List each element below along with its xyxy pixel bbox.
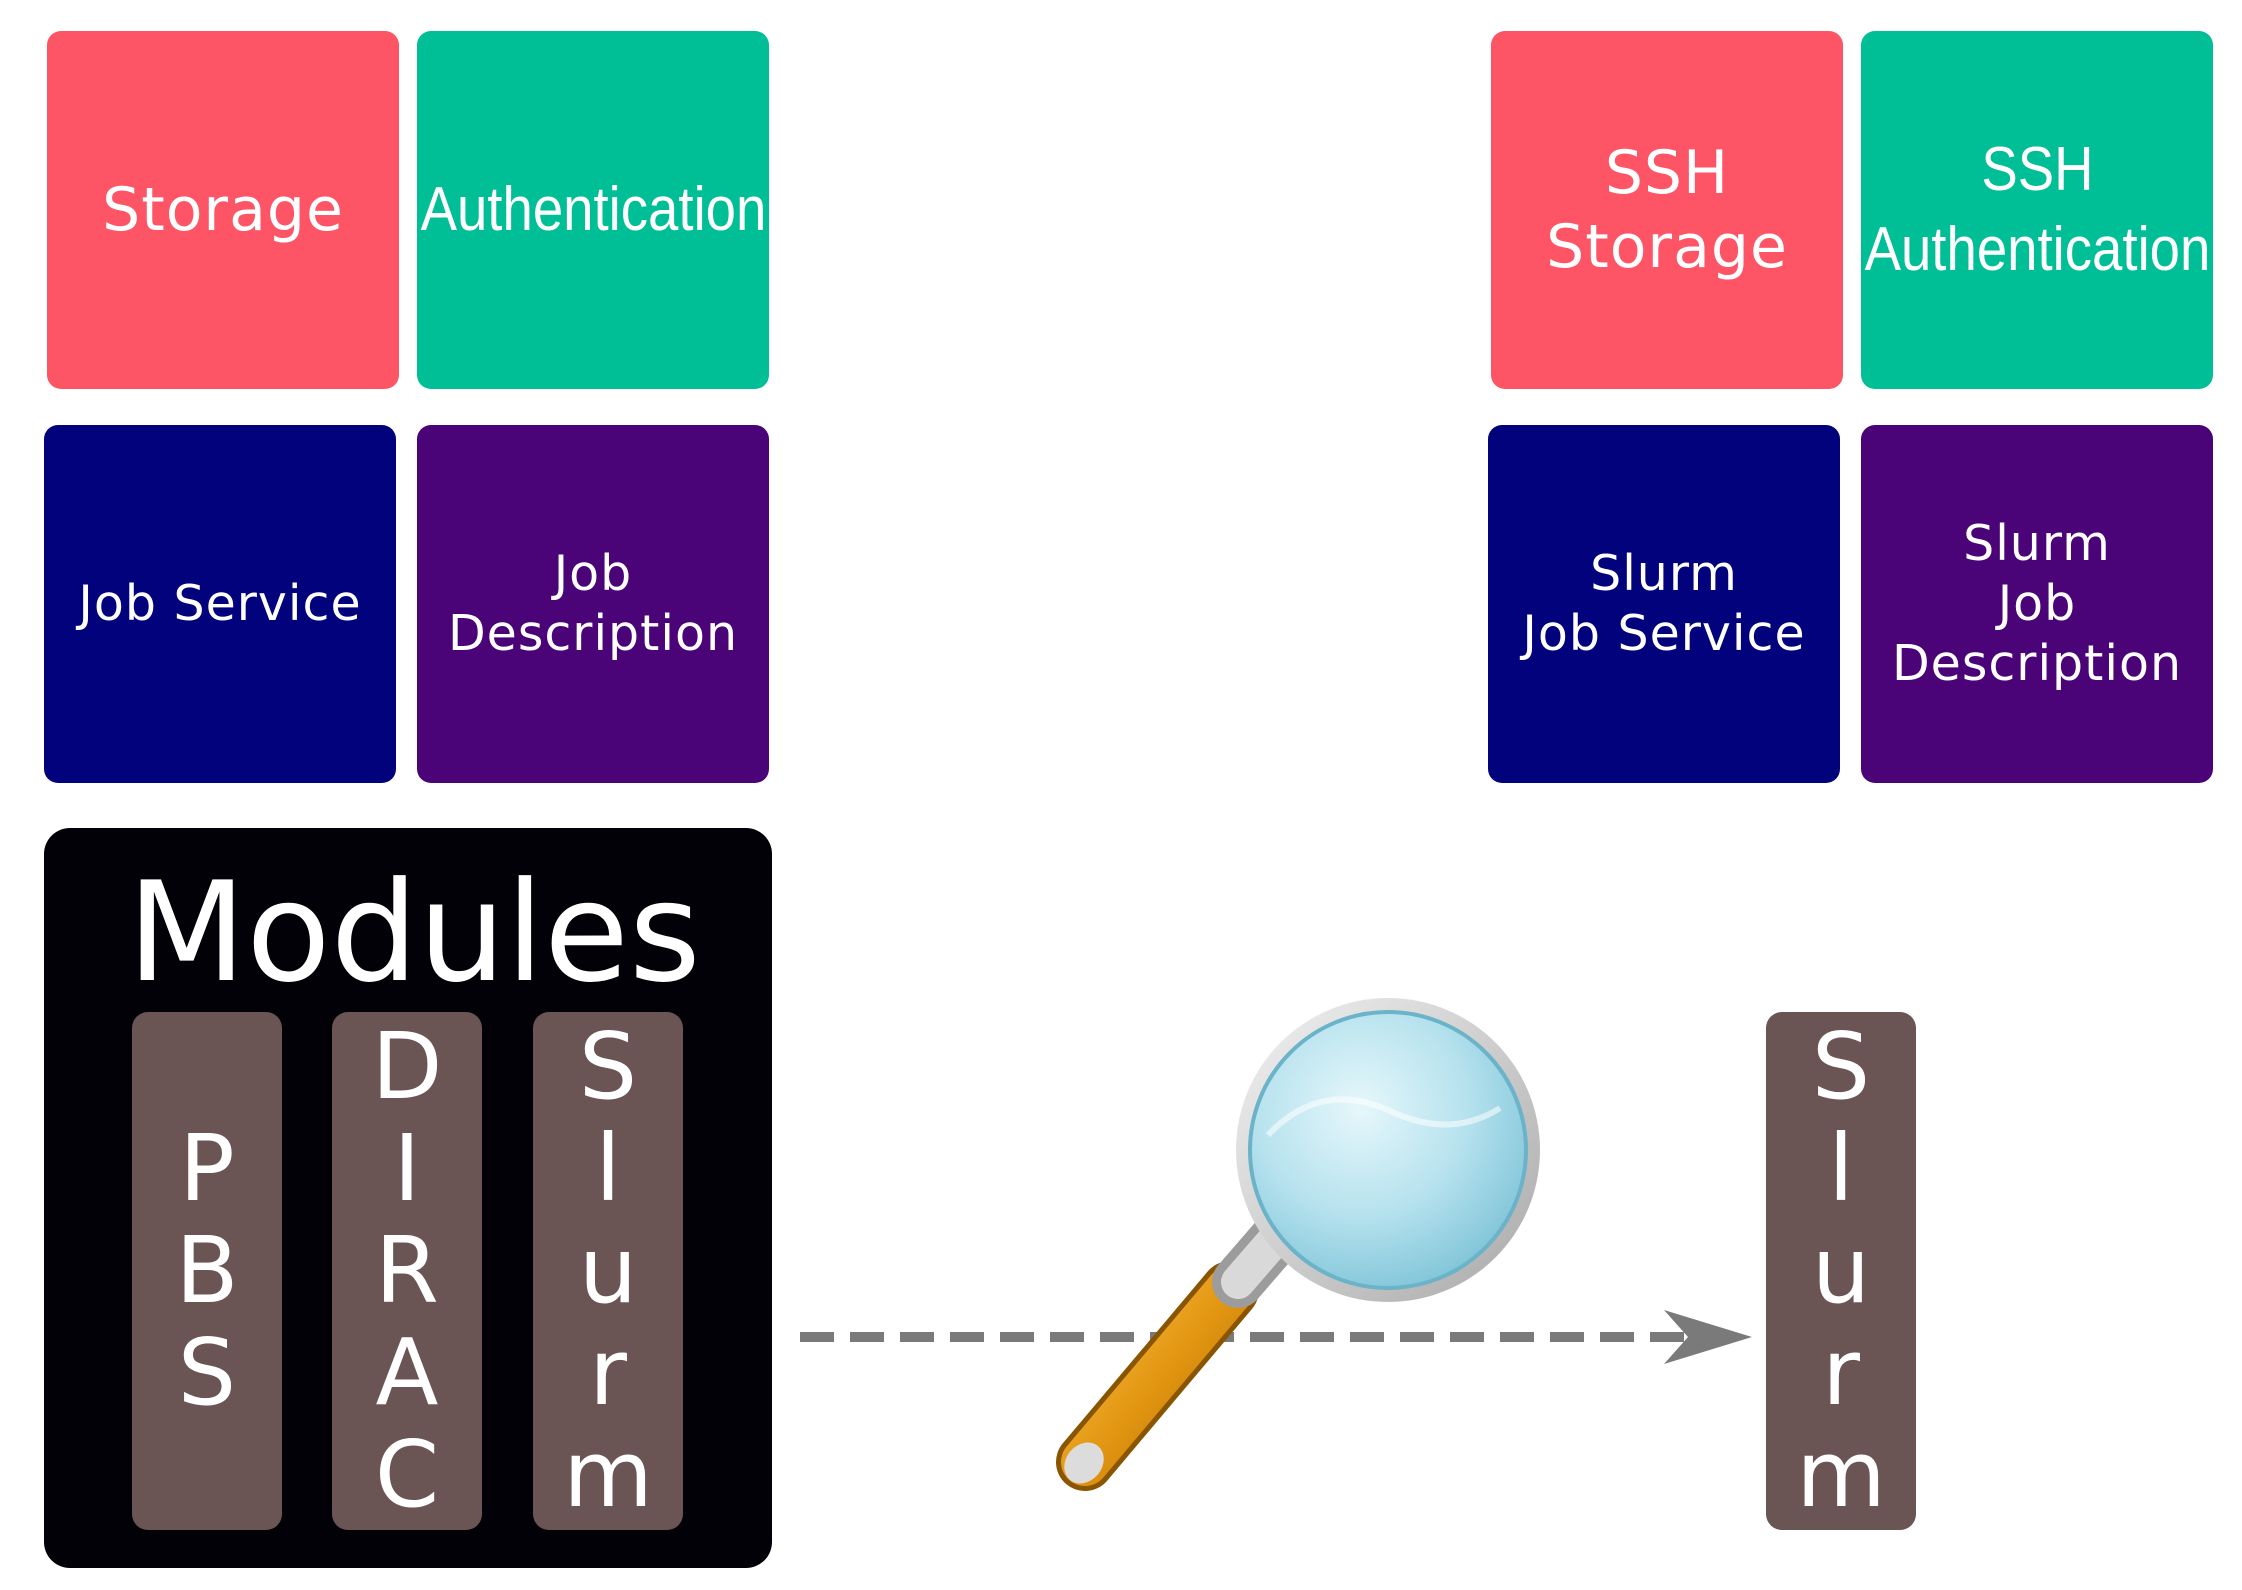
magnifying-glass-icon xyxy=(1056,998,1540,1491)
ssh-storage-tile: SSH Storage xyxy=(1491,31,1843,389)
module-dirac-label: D I R A C xyxy=(371,1013,443,1528)
authentication-label: Authentication xyxy=(420,175,766,244)
module-column-slurm: S l u r m xyxy=(533,1012,683,1530)
job-description-tile: Job Description xyxy=(417,425,769,783)
ssh-authentication-tile: SSH Authentication xyxy=(1861,31,2213,389)
job-description-label: Job Description xyxy=(447,545,739,662)
module-pbs-label: P B S xyxy=(175,1115,239,1426)
storage-tile: Storage xyxy=(47,31,399,389)
module-column-pbs: P B S xyxy=(132,1012,282,1530)
modules-title: Modules xyxy=(127,852,701,1013)
module-slurm-label: S l u r m xyxy=(563,1013,653,1528)
job-service-tile: Job Service xyxy=(44,425,396,783)
selected-module-slurm: S l u r m xyxy=(1766,1012,1916,1530)
selected-module-label: S l u r m xyxy=(1796,1013,1886,1528)
slurm-job-service-tile: Slurm Job Service xyxy=(1488,425,1840,783)
job-service-label: Job Service xyxy=(78,575,362,632)
ssh-authentication-label: SSH Authentication xyxy=(1864,135,2210,284)
modules-panel: Modules P B S D I R A C S l u r m xyxy=(44,828,772,1568)
dashed-arrow-icon xyxy=(800,1310,1752,1364)
authentication-tile: Authentication xyxy=(417,31,769,389)
slurm-job-service-label: Slurm Job Service xyxy=(1522,545,1806,662)
slurm-job-description-tile: Slurm Job Description xyxy=(1861,425,2213,783)
storage-label: Storage xyxy=(102,175,344,245)
slurm-job-description-label: Slurm Job Description xyxy=(1891,515,2183,692)
ssh-storage-label: SSH Storage xyxy=(1546,138,1788,282)
module-column-dirac: D I R A C xyxy=(332,1012,482,1530)
